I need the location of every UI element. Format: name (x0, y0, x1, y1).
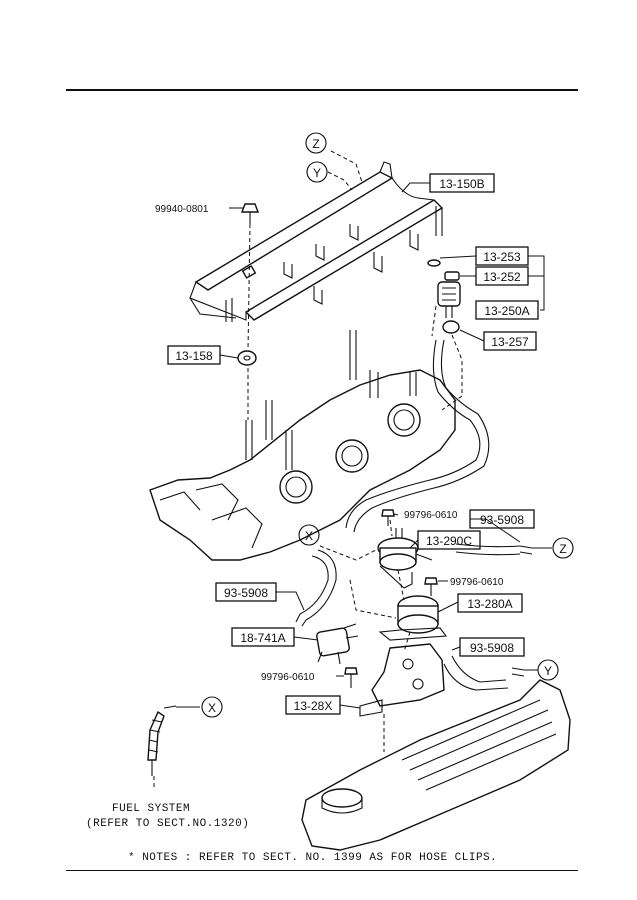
callout-leaders (176, 182, 552, 709)
callout-13-28X: 13-28X (285, 695, 341, 715)
bottom-rule (66, 870, 578, 871)
connector-x-mid: X (298, 524, 320, 546)
connector-x-bottom: X (201, 696, 223, 718)
callout-93-5908-right: 93-5908 (459, 637, 525, 657)
svg-text:X: X (305, 529, 313, 543)
small-bolts (344, 509, 438, 688)
fuel-injector-assembly (427, 259, 461, 334)
callout-13-158: 13-158 (167, 345, 221, 365)
part-number-99796-0610-upper: 99796-0610 (404, 510, 458, 521)
svg-text:Z: Z (559, 542, 566, 556)
svg-text:Y: Y (544, 664, 552, 678)
callout-93-5908-upper: 93-5908 (469, 509, 535, 529)
bolt (240, 203, 260, 224)
solenoid-valve (316, 623, 359, 665)
top-rule (66, 89, 578, 91)
callout-93-5908-left: 93-5908 (215, 582, 277, 602)
pressure-regulator-lower (378, 595, 448, 641)
connector-z-right: Z (552, 537, 574, 559)
grommet (237, 350, 257, 366)
vacuum-hoses (295, 543, 533, 691)
svg-text:93-5908: 93-5908 (224, 586, 268, 600)
svg-text:93-5908: 93-5908 (480, 513, 524, 527)
connector-z-top: Z (305, 132, 327, 154)
svg-text:13-257: 13-257 (491, 335, 529, 349)
svg-text:13-28X: 13-28X (294, 699, 333, 713)
connector-y-top: Y (306, 161, 328, 183)
svg-text:13-250A: 13-250A (484, 304, 529, 318)
svg-text:13-290C: 13-290C (426, 534, 472, 548)
callout-13-252: 13-252 (475, 266, 529, 286)
connector-y-right: Y (537, 659, 559, 681)
fuel-rail (189, 161, 444, 322)
pressure-regulator-upper (377, 528, 433, 589)
callout-13-257: 13-257 (483, 331, 537, 351)
svg-text:13-150B: 13-150B (439, 177, 484, 191)
part-number-99940-0801: 99940-0801 (155, 204, 209, 215)
callout-13-253: 13-253 (475, 246, 529, 266)
svg-text:Z: Z (312, 137, 319, 151)
svg-text:Y: Y (313, 166, 321, 180)
svg-text:13-280A: 13-280A (467, 597, 512, 611)
part-number-99796-0610-lower: 99796-0610 (261, 672, 315, 683)
engine-cover (301, 679, 571, 851)
hose-clips-note: * NOTES : REFER TO SECT. NO. 1399 AS FOR… (128, 852, 498, 864)
callout-13-290C: 13-290C (417, 530, 481, 550)
svg-text:X: X (208, 701, 216, 715)
svg-text:13-253: 13-253 (483, 250, 521, 264)
fuel-system-reference: (REFER TO SECT.NO.1320) (86, 818, 250, 830)
fuel-supply-hose (147, 705, 177, 776)
intake-manifold (149, 330, 490, 561)
svg-text:13-252: 13-252 (483, 270, 521, 284)
part-number-99796-0610-middle: 99796-0610 (450, 577, 504, 588)
svg-text:18-741A: 18-741A (240, 631, 285, 645)
dashed-leaders (153, 150, 463, 788)
fuel-system-label: FUEL SYSTEM (112, 803, 191, 815)
callout-18-741A: 18-741A (231, 627, 295, 647)
svg-text:13-158: 13-158 (175, 349, 213, 363)
callout-13-150B: 13-150B (429, 173, 495, 193)
callout-13-280A: 13-280A (457, 593, 523, 613)
regulator-bracket (359, 643, 445, 717)
callout-13-250A: 13-250A (475, 300, 539, 320)
svg-text:93-5908: 93-5908 (470, 641, 514, 655)
